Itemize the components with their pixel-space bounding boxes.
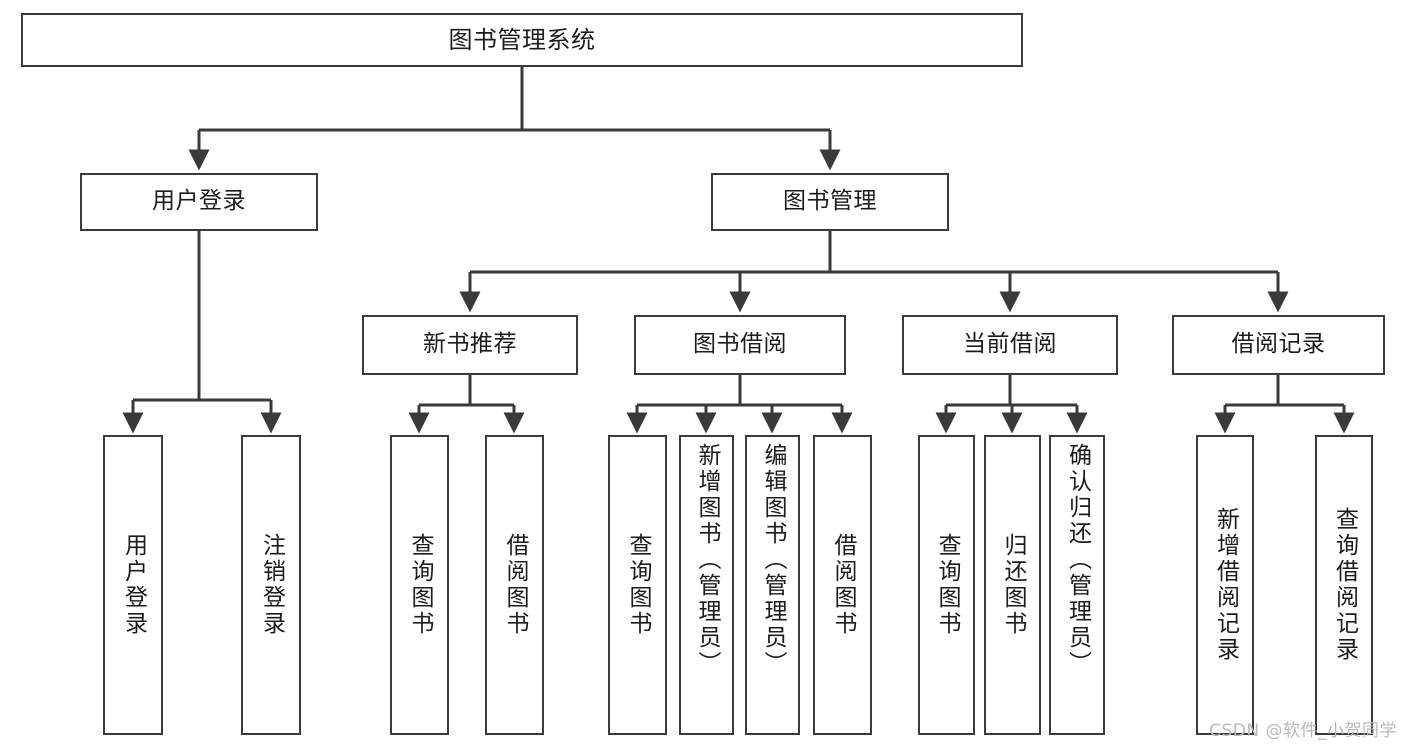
node-leaf-query-book-1-label: 查询图书	[407, 533, 433, 637]
node-current-borrow-label: 当前借阅	[963, 331, 1057, 358]
node-current-borrow[interactable]: 当前借阅	[902, 315, 1118, 375]
node-root[interactable]: 图书管理系统	[21, 13, 1023, 67]
node-root-label: 图书管理系统	[448, 25, 596, 54]
node-leaf-query-book-2[interactable]: 查询图书	[608, 435, 667, 735]
node-leaf-user-login-label: 用户登录	[120, 533, 147, 637]
node-book-manage-label: 图书管理	[783, 188, 877, 215]
node-new-book-rec[interactable]: 新书推荐	[362, 315, 578, 375]
node-leaf-logout-label: 注销登录	[258, 533, 285, 637]
node-leaf-add-book[interactable]: 新增图书（管理员）	[679, 435, 734, 735]
node-leaf-query-record-label: 查询借阅记录	[1331, 507, 1358, 663]
node-leaf-borrow-book-1[interactable]: 借阅图书	[485, 435, 544, 735]
node-leaf-query-book-3-label: 查询图书	[934, 533, 960, 637]
watermark-text: CSDN @软件_小贺同学	[1209, 721, 1397, 741]
node-leaf-borrow-book-2[interactable]: 借阅图书	[813, 435, 872, 735]
node-leaf-return-book[interactable]: 归还图书	[984, 435, 1041, 735]
node-leaf-edit-book[interactable]: 编辑图书（管理员）	[745, 435, 800, 735]
node-leaf-add-record-label: 新增借阅记录	[1212, 507, 1239, 663]
node-leaf-query-book-3[interactable]: 查询图书	[918, 435, 975, 735]
node-leaf-query-book-1[interactable]: 查询图书	[390, 435, 449, 735]
node-leaf-add-record[interactable]: 新增借阅记录	[1196, 435, 1254, 735]
node-leaf-query-book-2-label: 查询图书	[625, 533, 651, 637]
node-leaf-borrow-book-1-label: 借阅图书	[502, 533, 528, 637]
node-leaf-confirm-return[interactable]: 确认归还（管理员）	[1049, 435, 1105, 735]
node-book-manage[interactable]: 图书管理	[711, 173, 949, 231]
node-user-login-label: 用户登录	[152, 188, 246, 215]
node-leaf-edit-book-label: 编辑图书（管理员）	[760, 443, 786, 677]
node-new-book-rec-label: 新书推荐	[423, 331, 517, 358]
node-borrow-record-label: 借阅记录	[1231, 331, 1326, 358]
node-leaf-logout[interactable]: 注销登录	[241, 435, 301, 735]
node-leaf-borrow-book-2-label: 借阅图书	[830, 533, 856, 637]
node-book-borrow-label: 图书借阅	[693, 331, 787, 358]
node-leaf-query-record[interactable]: 查询借阅记录	[1315, 435, 1373, 735]
node-borrow-record[interactable]: 借阅记录	[1172, 315, 1385, 375]
node-user-login[interactable]: 用户登录	[80, 173, 318, 231]
node-leaf-return-book-label: 归还图书	[1000, 533, 1026, 637]
node-leaf-add-book-label: 新增图书（管理员）	[694, 443, 720, 677]
node-leaf-user-login[interactable]: 用户登录	[103, 435, 163, 735]
node-leaf-confirm-return-label: 确认归还（管理员）	[1064, 443, 1091, 677]
node-book-borrow[interactable]: 图书借阅	[634, 315, 846, 375]
